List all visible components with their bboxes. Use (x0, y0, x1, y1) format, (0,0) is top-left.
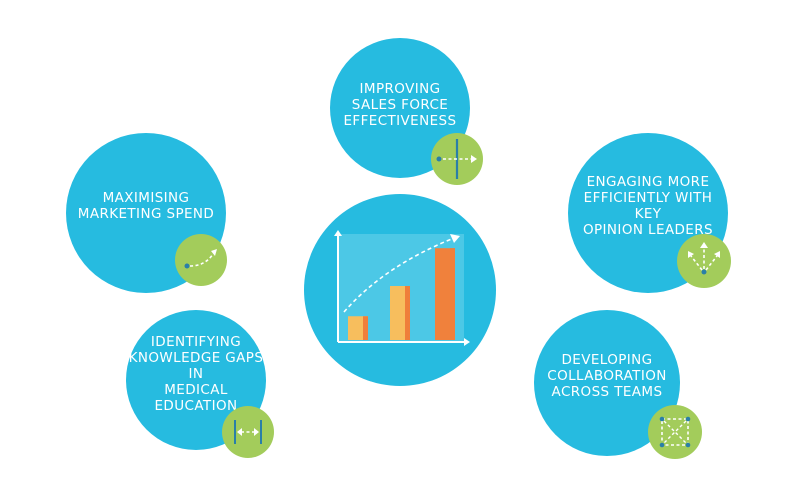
x-axis-arrow-icon (464, 338, 470, 346)
dotted-arrow-crossing-line-icon (431, 133, 483, 185)
trend-dotted-curve (343, 237, 455, 313)
trend-arrow-icon (450, 234, 460, 243)
dotted-square-cross-icon (648, 405, 702, 459)
node-opinion-leaders-label: ENGAGING MORE EFFICIENTLY WITH KEY OPINI… (582, 174, 713, 238)
growth-bar-chart-icon (334, 230, 470, 346)
node-marketing-spend-label: MAXIMISING MARKETING SPEND (77, 190, 215, 222)
curved-dotted-arrow-icon (175, 234, 227, 286)
chart-bar-shade-3 (450, 248, 455, 340)
node-knowledge-gaps-label: IDENTIFYING KNOWLEDGE GAPS IN MEDICAL ED… (128, 334, 264, 414)
bracketed-double-arrow-icon (222, 406, 274, 458)
node-sales-force: IMPROVING SALES FORCE EFFECTIVENESS (330, 38, 470, 178)
central-growth-circle (304, 194, 496, 386)
node-collaboration: DEVELOPING COLLABORATION ACROSS TEAMS (534, 310, 680, 456)
node-sales-force-label: IMPROVING SALES FORCE EFFECTIVENESS (343, 81, 457, 129)
y-axis-arrow-icon (334, 230, 342, 236)
branching-arrows-icon (677, 234, 731, 288)
chart-bar-shade-2 (405, 286, 410, 340)
node-marketing-spend: MAXIMISING MARKETING SPEND (66, 133, 226, 293)
chart-bar-shade-1 (363, 316, 368, 340)
node-collaboration-label: DEVELOPING COLLABORATION ACROSS TEAMS (547, 352, 667, 400)
node-opinion-leaders: ENGAGING MORE EFFICIENTLY WITH KEY OPINI… (568, 133, 728, 293)
